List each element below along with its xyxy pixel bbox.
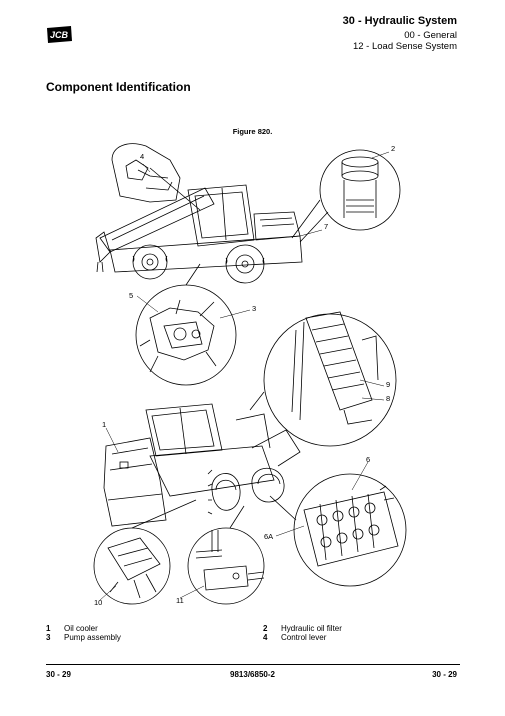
figure-caption: Figure 820. xyxy=(232,127,273,136)
footer-page-left: 30 - 29 xyxy=(46,670,71,679)
legend-item: 4 Control lever xyxy=(263,633,326,642)
oil-cooler-inset xyxy=(249,311,397,447)
legend-label: Hydraulic oil filter xyxy=(281,624,342,633)
filter-inset xyxy=(291,149,401,243)
footer-page-right: 30 - 29 xyxy=(432,670,457,679)
legend-label: Pump assembly xyxy=(64,633,121,642)
control-lever-inset xyxy=(111,143,201,211)
pump-inset xyxy=(135,263,237,386)
legend-label: Oil cooler xyxy=(64,624,98,633)
callout-4: 4 xyxy=(140,152,145,161)
callout-3: 3 xyxy=(252,304,257,313)
callout-6: 6 xyxy=(366,455,371,464)
legend-item: 2 Hydraulic oil filter xyxy=(263,624,342,633)
legend-label: Control lever xyxy=(281,633,327,642)
callout-9: 9 xyxy=(386,380,391,389)
callout-1: 1 xyxy=(102,420,107,429)
callout-11: 11 xyxy=(176,596,184,605)
callout-2: 2 xyxy=(391,144,396,153)
footer-document-number: 9813/6850-2 xyxy=(230,670,275,679)
page-header-title: 30 - Hydraulic System xyxy=(342,15,457,27)
hose-detail-inset xyxy=(187,505,265,605)
lower-machine-drawing xyxy=(103,403,301,527)
section-title: Component Identification xyxy=(46,80,191,94)
legend-number: 2 xyxy=(263,624,268,633)
callout-10: 10 xyxy=(94,598,103,607)
legend-number: 4 xyxy=(263,633,268,642)
upper-machine-drawing xyxy=(95,184,303,284)
jcb-logo: JCB xyxy=(47,26,72,43)
valve-block-inset xyxy=(269,473,407,587)
legend-item: 3 Pump assembly xyxy=(46,633,121,642)
legend-item: 1 Oil cooler xyxy=(46,624,98,633)
callout-8: 8 xyxy=(386,394,391,403)
legend-number: 3 xyxy=(46,633,51,642)
callout-6a: 6A xyxy=(264,532,274,541)
page-header-subtitle-1: 00 - General xyxy=(404,30,457,41)
legend-number: 1 xyxy=(46,624,51,633)
callout-5: 5 xyxy=(129,291,134,300)
logo-text: JCB xyxy=(50,30,69,40)
component-identification-illustration xyxy=(93,143,407,605)
page-header-subtitle-2: 12 - Load Sense System xyxy=(352,41,457,52)
lever-detail-inset xyxy=(93,499,197,605)
footer-divider xyxy=(46,664,460,665)
callout-7: 7 xyxy=(324,222,329,231)
